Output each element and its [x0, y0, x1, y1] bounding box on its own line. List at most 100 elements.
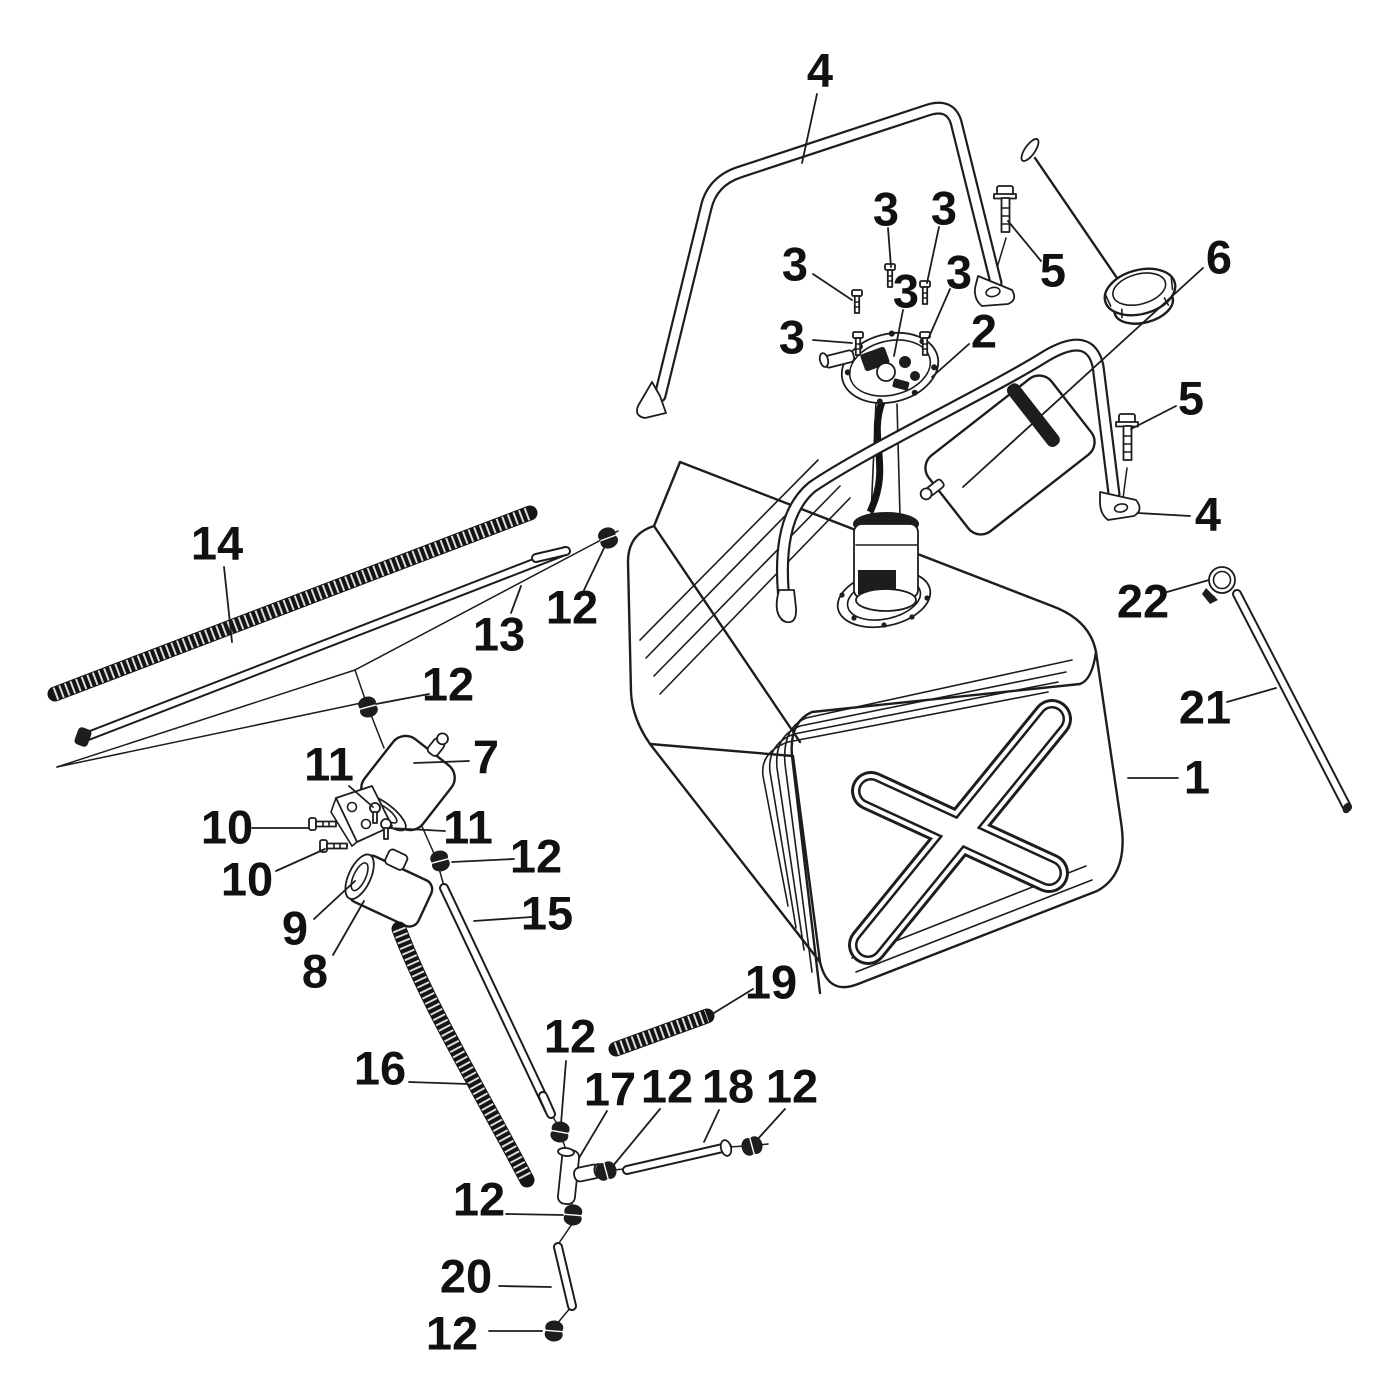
callout-leader-20-35	[498, 1285, 552, 1288]
part-11-valve-screws	[369, 802, 392, 840]
tank-x-emboss	[848, 699, 1072, 965]
callout-number-12-22: 12	[510, 830, 562, 883]
callout-leader-14-29	[223, 566, 233, 643]
strap-foot-on-tank	[1099, 491, 1141, 521]
callout-leader-3-4	[926, 226, 940, 284]
callout-number-4-9: 4	[1195, 488, 1221, 541]
callout-leader-10-17	[275, 848, 326, 872]
callout-leader-3-6	[928, 288, 951, 338]
callout-number-12-21: 12	[422, 658, 474, 711]
callout-leader-3-2	[812, 273, 853, 301]
callout-number-17-32: 17	[584, 1063, 636, 1116]
callout-leader-5-11	[1130, 405, 1177, 430]
callout-number-12-25: 12	[766, 1060, 818, 1113]
callout-number-5-10: 5	[1040, 244, 1066, 297]
part-2-fuel-pump-sender	[818, 330, 940, 612]
callout-leader-17-32	[578, 1110, 608, 1159]
callout-leader-2-1	[931, 343, 970, 378]
callout-number-20-35: 20	[440, 1250, 492, 1303]
callout-leader-4-9	[1137, 512, 1191, 517]
callout-number-3-2: 3	[782, 238, 808, 291]
tank-rib-bands-right	[761, 659, 1073, 973]
callout-number-1-0: 1	[1184, 751, 1210, 804]
callout-leader-12-20	[583, 545, 606, 591]
callout-leader-21-36	[1226, 687, 1277, 703]
part-20-small-tube	[553, 1242, 577, 1311]
part-5-strap-bolts	[993, 185, 1139, 461]
callout-leader-16-31	[408, 1081, 469, 1085]
callout-number-3-6: 3	[946, 246, 972, 299]
callout-number-10-16: 10	[201, 801, 253, 854]
part-15-straight-tube	[439, 883, 556, 1119]
callout-leader-3-7	[812, 339, 853, 344]
callout-number-3-3: 3	[873, 183, 899, 236]
part-12-hose-clamps	[358, 527, 763, 1342]
callout-number-12-23: 12	[544, 1010, 596, 1063]
callout-leader-3-3	[887, 227, 892, 268]
part-14-corrugated-hose	[47, 505, 538, 702]
part-4-strap-on-tank	[775, 338, 1141, 624]
callout-number-12-24: 12	[641, 1060, 693, 1113]
callout-number-14-29: 14	[191, 517, 243, 570]
callout-number-11-19: 11	[443, 801, 493, 854]
callout-leader-12-25	[755, 1108, 786, 1142]
callout-number-22-37: 22	[1117, 575, 1169, 628]
tank-rib-bands-left	[639, 459, 851, 695]
part-19-corrugated-hose	[608, 1008, 715, 1057]
callout-leader-4-8	[801, 93, 818, 164]
callout-leader-5-10	[1007, 220, 1042, 262]
callout-leader-9-15	[313, 880, 356, 920]
strap-hook	[775, 589, 797, 624]
part-4-strap-exploded	[636, 101, 1016, 419]
callout-number-18-33: 18	[702, 1060, 754, 1113]
part-16-corrugated-hose	[391, 921, 535, 1188]
callout-number-19-34: 19	[745, 956, 797, 1009]
callout-leader-3-5	[893, 309, 904, 357]
callout-leader-22-37	[1166, 579, 1210, 593]
callout-leader-8-14	[332, 900, 365, 956]
callout-number-10-17: 10	[221, 853, 273, 906]
callout-number-16-31: 16	[354, 1042, 406, 1095]
callout-number-5-11: 5	[1178, 372, 1204, 425]
callout-number-21-36: 21	[1179, 681, 1231, 734]
callout-number-4-8: 4	[807, 44, 833, 97]
callout-leader-6-12	[962, 267, 1204, 488]
part-10-bracket-bolts	[308, 817, 348, 853]
part-8-valve-body	[344, 848, 434, 928]
part-18-short-tube	[622, 1139, 733, 1175]
callout-number-12-20: 12	[546, 581, 598, 634]
part-6-fuel-cap	[1020, 138, 1177, 325]
tube-end-cap	[74, 727, 92, 747]
part-21-vent-tube	[1232, 589, 1352, 814]
callout-number-12-27: 12	[426, 1307, 478, 1360]
part-3-flange-screws	[851, 263, 931, 356]
callout-number-13-28: 13	[473, 608, 525, 661]
callout-leader-12-24	[611, 1108, 661, 1168]
callout-leader-11-18	[348, 785, 374, 808]
callout-leader-12-22	[451, 858, 515, 863]
part-13-fuel-line-tube	[74, 546, 571, 747]
callout-number-3-7: 3	[779, 311, 805, 364]
callout-leader-18-33	[703, 1109, 720, 1143]
callout-leader-15-30	[473, 916, 533, 922]
callout-leader-12-26	[505, 1213, 564, 1216]
callout-number-6-12: 6	[1206, 231, 1232, 284]
callout-leader-13-28	[510, 585, 522, 614]
callout-leader-12-21	[375, 693, 430, 705]
filler-neck	[919, 374, 1096, 536]
dipstick-handle	[1020, 138, 1040, 162]
strap-foot-right	[973, 275, 1016, 307]
strap-foot-left	[636, 381, 667, 419]
callout-number-15-30: 15	[521, 887, 573, 940]
callout-number-3-5: 3	[893, 265, 919, 318]
callout-number-12-26: 12	[453, 1173, 505, 1226]
callout-number-11-18: 11	[304, 738, 354, 791]
part-22-band-clamp	[1202, 566, 1236, 604]
callout-leader-12-23	[560, 1060, 567, 1125]
callout-number-9-15: 9	[282, 902, 308, 955]
callout-number-7-13: 7	[473, 731, 499, 784]
callout-leader-19-34	[708, 988, 754, 1017]
